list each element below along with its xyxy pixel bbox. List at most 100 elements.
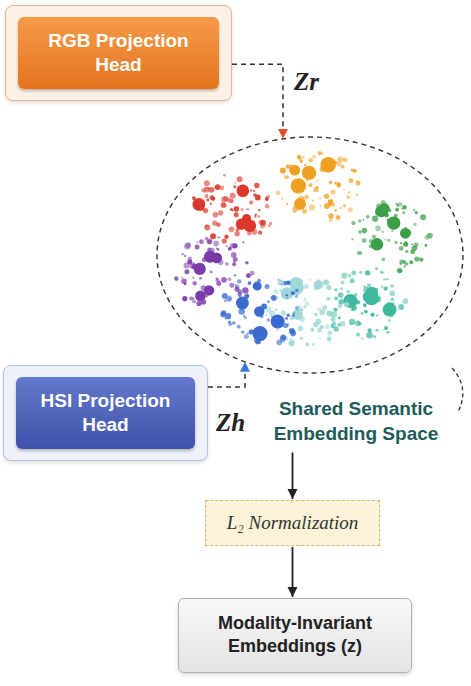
embedding-dot bbox=[402, 211, 405, 214]
embedding-dot bbox=[199, 239, 204, 244]
embedding-dot bbox=[286, 294, 289, 297]
embedding-dot bbox=[304, 164, 306, 166]
embedding-dot bbox=[383, 278, 385, 280]
embedding-dot bbox=[182, 253, 184, 255]
embedding-dot bbox=[384, 239, 386, 241]
embedding-dot bbox=[229, 283, 234, 288]
embedding-dot bbox=[258, 209, 260, 211]
embedding-dot bbox=[237, 279, 241, 283]
embedding-dot bbox=[277, 278, 279, 280]
embedding-dot bbox=[290, 277, 304, 291]
embedding-dot bbox=[225, 262, 229, 266]
embedding-dot bbox=[351, 238, 353, 240]
embedding-dot bbox=[304, 195, 309, 200]
embedding-dot bbox=[376, 329, 379, 332]
embedding-dot bbox=[395, 208, 399, 212]
embedding-dot bbox=[340, 321, 346, 327]
embedding-dot bbox=[349, 178, 354, 183]
embedding-dot bbox=[284, 281, 286, 283]
embedding-dot bbox=[358, 322, 361, 325]
node-label: L₂ Normalization bbox=[214, 512, 371, 534]
embedding-dot bbox=[330, 181, 332, 183]
embedding-dot bbox=[253, 282, 262, 291]
embedding-dot bbox=[372, 216, 378, 222]
embedding-dot bbox=[292, 309, 303, 320]
embedding-dot bbox=[204, 285, 214, 295]
normalization-box: L₂ Normalization bbox=[205, 500, 380, 546]
embedding-dot bbox=[329, 218, 333, 222]
embedding-dot bbox=[265, 204, 269, 208]
node-label: Modality-Invariant Embeddings (z) bbox=[189, 612, 401, 659]
node-label: RGB Projection Head bbox=[26, 29, 211, 77]
embedding-dot bbox=[231, 252, 237, 258]
embedding-dot bbox=[232, 321, 235, 324]
embedding-dot bbox=[248, 281, 252, 285]
embedding-dot bbox=[216, 281, 221, 286]
embedding-dot bbox=[399, 246, 404, 251]
embedding-dot bbox=[403, 265, 406, 268]
embedding-dot bbox=[299, 159, 303, 163]
embedding-dot bbox=[350, 278, 355, 283]
embedding-dot bbox=[218, 236, 220, 238]
embedding-dot bbox=[367, 283, 371, 287]
embedding-dot bbox=[286, 281, 291, 286]
embedding-dot bbox=[303, 284, 308, 289]
embedding-dot bbox=[213, 241, 219, 247]
embedding-dot bbox=[258, 230, 262, 234]
embedding-dot bbox=[405, 262, 408, 265]
embedding-dot bbox=[230, 193, 236, 199]
embedding-dot bbox=[340, 294, 343, 297]
embedding-dot bbox=[325, 324, 330, 329]
embedding-dot bbox=[236, 219, 247, 230]
embedding-dot bbox=[313, 187, 318, 192]
embedding-dot bbox=[341, 165, 345, 169]
embedding-dot bbox=[213, 212, 219, 218]
embedding-dot bbox=[320, 157, 336, 173]
embedding-dot bbox=[356, 333, 360, 337]
embedding-dot bbox=[233, 261, 235, 263]
embedding-dot bbox=[224, 300, 226, 302]
embedding-dot bbox=[341, 273, 347, 279]
embedding-dot bbox=[318, 151, 322, 155]
embedding-dot bbox=[246, 208, 249, 211]
embedding-dot bbox=[210, 203, 212, 205]
embedding-dot bbox=[286, 324, 289, 327]
embedding-dot bbox=[244, 316, 247, 319]
embedding-dot bbox=[397, 268, 402, 273]
embedding-dot bbox=[314, 280, 323, 289]
embedding-dot bbox=[346, 290, 350, 294]
embedding-dot bbox=[204, 187, 210, 193]
embedding-dot bbox=[427, 233, 433, 239]
embedding-dot bbox=[326, 285, 331, 290]
embedding-dot bbox=[379, 293, 381, 295]
embedding-dot bbox=[305, 343, 309, 347]
embedding-dot bbox=[242, 241, 244, 243]
embedding-dot bbox=[364, 304, 366, 306]
embedding-dot bbox=[233, 257, 238, 262]
embedding-dot bbox=[222, 293, 228, 299]
embedding-dot bbox=[281, 283, 283, 285]
embedding-dot bbox=[223, 174, 226, 177]
embedding-dot bbox=[220, 186, 225, 191]
embedding-dot bbox=[355, 180, 360, 185]
embedding-dot bbox=[338, 299, 343, 304]
embedding-dot bbox=[309, 279, 311, 281]
embedding-dot bbox=[306, 180, 308, 182]
embedding-dot bbox=[387, 216, 400, 229]
embedding-dot bbox=[242, 287, 248, 293]
embedding-dot bbox=[254, 215, 257, 218]
embedding-dot bbox=[228, 247, 232, 251]
embedding-dot bbox=[192, 277, 194, 279]
embedding-dot bbox=[297, 155, 302, 160]
output-box: Modality-Invariant Embeddings (z) bbox=[178, 598, 412, 673]
embedding-dot bbox=[265, 314, 267, 316]
embedding-dot bbox=[376, 314, 378, 316]
embedding-dot bbox=[222, 239, 227, 244]
embedding-dot bbox=[396, 203, 398, 205]
embedding-dot bbox=[216, 223, 221, 228]
embedding-dot bbox=[388, 319, 391, 322]
embedding-dot bbox=[366, 287, 378, 299]
embedding-dot bbox=[224, 235, 228, 239]
embedding-dot bbox=[292, 314, 295, 317]
embedding-dot bbox=[237, 176, 243, 182]
